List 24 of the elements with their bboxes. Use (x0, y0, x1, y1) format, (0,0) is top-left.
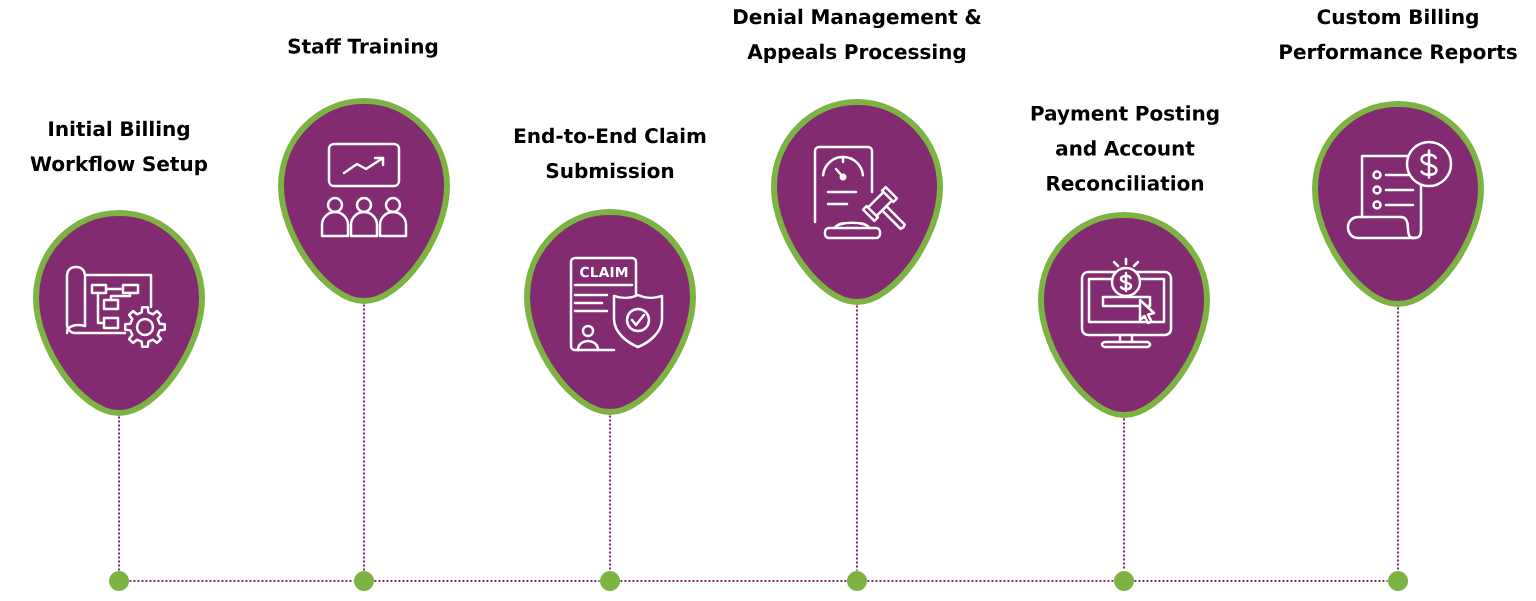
dotted-line (1397, 306, 1399, 572)
step-title: End-to-End Claim Submission (515, 127, 706, 179)
timeline-dot (1388, 571, 1408, 591)
timeline-dot (600, 571, 620, 591)
dotted-line (118, 415, 120, 572)
step-title: Staff Training (288, 38, 438, 58)
timeline-dot (1114, 571, 1134, 591)
step-title: Custom Billing Performance Reports (1280, 8, 1517, 64)
timeline-dot (354, 571, 374, 591)
dotted-line (1133, 580, 1389, 582)
timeline-dot (847, 571, 867, 591)
step-title: Initial Billing Workflow Setup (30, 120, 208, 176)
dotted-line (609, 414, 611, 572)
dotted-line (619, 580, 848, 582)
dotted-line (363, 303, 365, 572)
step-title: Denial Management & Appeals Processing (734, 8, 981, 64)
timeline-dot (109, 571, 129, 591)
dotted-line (866, 580, 1115, 582)
dotted-line (1123, 417, 1125, 572)
dotted-line (373, 580, 601, 582)
step-title: Payment Posting and Account Reconciliation (1031, 105, 1219, 191)
dotted-line (128, 580, 355, 582)
dotted-line (856, 304, 858, 572)
document-label: CLAIM (580, 266, 628, 278)
